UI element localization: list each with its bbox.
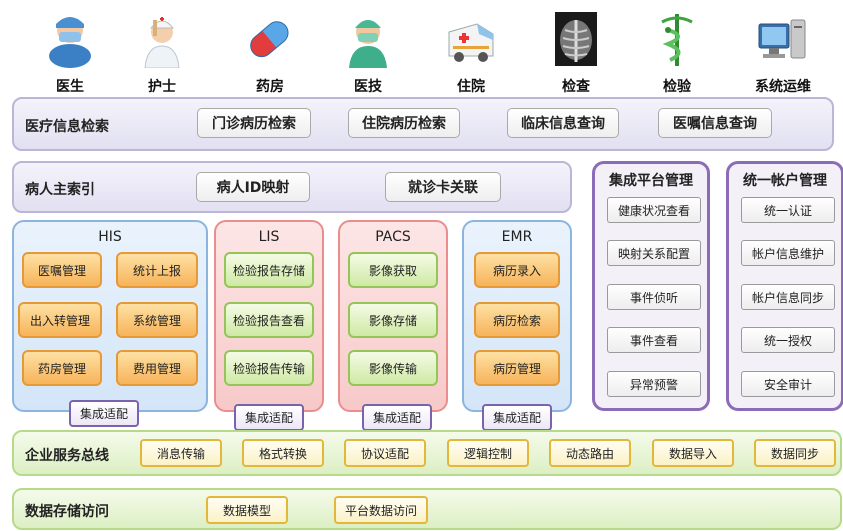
role-label-sysops: 系统运维 xyxy=(755,79,811,95)
dynamic-routing-pill[interactable]: 动态路由 xyxy=(549,439,631,467)
event-listen-item[interactable]: 事件侦听 xyxy=(607,284,701,310)
record-entry-card[interactable]: 病历录入 xyxy=(474,252,560,288)
statistics-report-card[interactable]: 统计上报 xyxy=(116,252,198,288)
image-storage-card[interactable]: 影像存储 xyxy=(348,302,438,338)
pacs-title: PACS xyxy=(375,229,411,245)
record-search-card[interactable]: 病历检索 xyxy=(474,302,560,338)
pacs-integration-adapter[interactable]: 集成适配 xyxy=(362,404,432,431)
his-panel: HIS 医嘱管理 统计上报 出入转管理 系统管理 药房管理 费用管理 xyxy=(12,220,208,412)
lis-title: LIS xyxy=(258,229,280,245)
format-convert-pill[interactable]: 格式转换 xyxy=(242,439,324,467)
outpatient-records-search-button[interactable]: 门诊病历检索 xyxy=(197,108,311,138)
esb-title: 企业服务总线 xyxy=(25,448,109,464)
account-management-panel: 统一帐户管理 统一认证 帐户信息维护 帐户信息同步 统一授权 安全审计 xyxy=(726,161,843,411)
role-label-exam: 检查 xyxy=(562,79,590,95)
platform-management-panel: 集成平台管理 健康状况查看 映射关系配置 事件侦听 事件查看 异常预警 xyxy=(592,161,710,411)
unified-authorization-item[interactable]: 统一授权 xyxy=(741,327,835,353)
xray-icon xyxy=(555,12,597,66)
role-label-lab: 检验 xyxy=(663,79,691,95)
exception-alert-item[interactable]: 异常预警 xyxy=(607,371,701,397)
account-management-title: 统一帐户管理 xyxy=(743,173,827,189)
data-import-pill[interactable]: 数据导入 xyxy=(652,439,734,467)
event-view-item[interactable]: 事件查看 xyxy=(607,327,701,353)
pill-icon xyxy=(250,21,289,58)
admission-transfer-card[interactable]: 出入转管理 xyxy=(18,302,102,338)
patient-index-title: 病人主索引 xyxy=(25,182,95,198)
his-title: HIS xyxy=(98,229,122,245)
caduceus-icon xyxy=(661,14,693,66)
unified-auth-item[interactable]: 统一认证 xyxy=(741,197,835,223)
lab-report-transfer-card[interactable]: 检验报告传输 xyxy=(224,350,314,386)
lis-integration-adapter[interactable]: 集成适配 xyxy=(234,404,304,431)
patient-index-band: 病人主索引 病人ID映射 就诊卡关联 xyxy=(12,161,572,213)
role-label-inpatient: 住院 xyxy=(457,79,485,95)
data-model-pill[interactable]: 数据模型 xyxy=(206,496,288,524)
platform-management-title: 集成平台管理 xyxy=(609,173,693,189)
lis-panel: LIS 检验报告存储 检验报告查看 检验报告传输 xyxy=(214,220,324,412)
mapping-config-item[interactable]: 映射关系配置 xyxy=(607,240,701,266)
storage-band: 数据存储访问 数据模型 平台数据访问 xyxy=(12,488,842,530)
doctor-icon xyxy=(49,17,91,68)
health-status-view-item[interactable]: 健康状况查看 xyxy=(607,197,701,223)
pharmacy-management-card[interactable]: 药房管理 xyxy=(22,350,102,386)
inpatient-records-search-button[interactable]: 住院病历检索 xyxy=(348,108,460,138)
data-sync-pill[interactable]: 数据同步 xyxy=(754,439,836,467)
platform-data-access-pill[interactable]: 平台数据访问 xyxy=(334,496,428,524)
technician-icon xyxy=(349,20,387,68)
account-maintain-item[interactable]: 帐户信息维护 xyxy=(741,240,835,266)
his-integration-adapter[interactable]: 集成适配 xyxy=(69,400,139,427)
patient-id-mapping-button[interactable]: 病人ID映射 xyxy=(196,172,310,202)
computer-icon xyxy=(758,19,806,59)
records-search-title: 医疗信息检索 xyxy=(25,119,109,135)
ambulance-icon xyxy=(448,23,494,62)
order-management-card[interactable]: 医嘱管理 xyxy=(22,252,102,288)
message-transfer-pill[interactable]: 消息传输 xyxy=(140,439,222,467)
lab-report-view-card[interactable]: 检验报告查看 xyxy=(224,302,314,338)
role-label-doctor: 医生 xyxy=(56,79,84,95)
role-label-pharmacy: 药房 xyxy=(256,79,284,95)
record-management-card[interactable]: 病历管理 xyxy=(474,350,560,386)
security-audit-item[interactable]: 安全审计 xyxy=(741,371,835,397)
role-label-nurse: 护士 xyxy=(148,79,176,95)
esb-band: 企业服务总线 消息传输 格式转换 协议适配 逻辑控制 动态路由 数据导入 数据同… xyxy=(12,430,842,476)
system-management-card[interactable]: 系统管理 xyxy=(116,302,198,338)
pacs-panel: PACS 影像获取 影像存储 影像传输 xyxy=(338,220,448,412)
logic-control-pill[interactable]: 逻辑控制 xyxy=(447,439,529,467)
account-sync-item[interactable]: 帐户信息同步 xyxy=(741,284,835,310)
clinical-info-query-button[interactable]: 临床信息查询 xyxy=(507,108,619,138)
emr-integration-adapter[interactable]: 集成适配 xyxy=(482,404,552,431)
emr-panel: EMR 病历录入 病历检索 病历管理 xyxy=(462,220,572,412)
role-label-technician: 医技 xyxy=(354,79,382,95)
image-acquire-card[interactable]: 影像获取 xyxy=(348,252,438,288)
lab-report-storage-card[interactable]: 检验报告存储 xyxy=(224,252,314,288)
records-search-band: 医疗信息检索 门诊病历检索 住院病历检索 临床信息查询 医嘱信息查询 xyxy=(12,97,834,151)
image-transfer-card[interactable]: 影像传输 xyxy=(348,350,438,386)
nurse-icon xyxy=(144,17,180,68)
storage-title: 数据存储访问 xyxy=(25,504,109,520)
protocol-adapt-pill[interactable]: 协议适配 xyxy=(344,439,426,467)
emr-title: EMR xyxy=(501,229,533,245)
order-info-query-button[interactable]: 医嘱信息查询 xyxy=(658,108,772,138)
fee-management-card[interactable]: 费用管理 xyxy=(116,350,198,386)
visit-card-link-button[interactable]: 就诊卡关联 xyxy=(385,172,501,202)
